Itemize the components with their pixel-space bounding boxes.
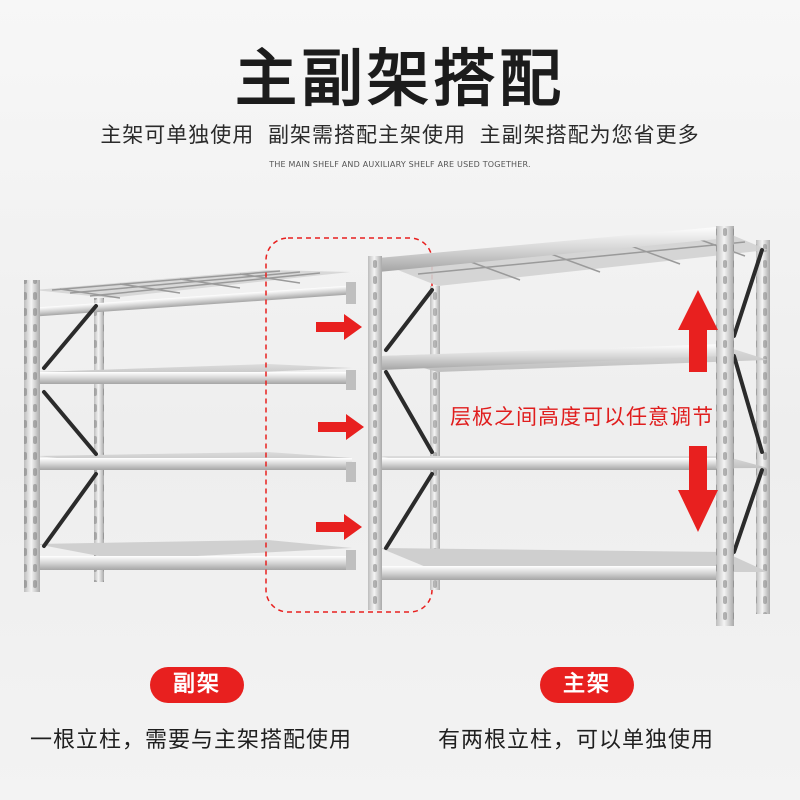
- page-subtitle: 主架可单独使用 副架需搭配主架使用 主副架搭配为您省更多: [100, 123, 700, 147]
- main-shelf-graphic: [368, 226, 770, 626]
- arrow-down-icon: [678, 446, 718, 532]
- sub-shelf-badge: 副架: [150, 667, 244, 703]
- adjustable-height-note: 层板之间高度可以任意调节: [450, 405, 714, 429]
- page-title: 主副架搭配: [234, 42, 565, 115]
- arrow-up-icon: [678, 290, 718, 372]
- main-shelf-badge: 主架: [540, 667, 634, 703]
- sub-shelf-graphic: [24, 270, 356, 592]
- adjust-arrows: [678, 290, 718, 532]
- connect-arrow-middle: [318, 414, 364, 440]
- connect-arrow-top: [316, 314, 362, 340]
- connect-arrows: [316, 314, 364, 540]
- connect-arrow-bottom: [316, 514, 362, 540]
- english-caption: THE MAIN SHELF AND AUXILIARY SHELF ARE U…: [269, 160, 531, 169]
- main-shelf-description: 有两根立柱，可以单独使用: [438, 728, 715, 753]
- sub-shelf-description: 一根立柱，需要与主架搭配使用: [30, 728, 353, 753]
